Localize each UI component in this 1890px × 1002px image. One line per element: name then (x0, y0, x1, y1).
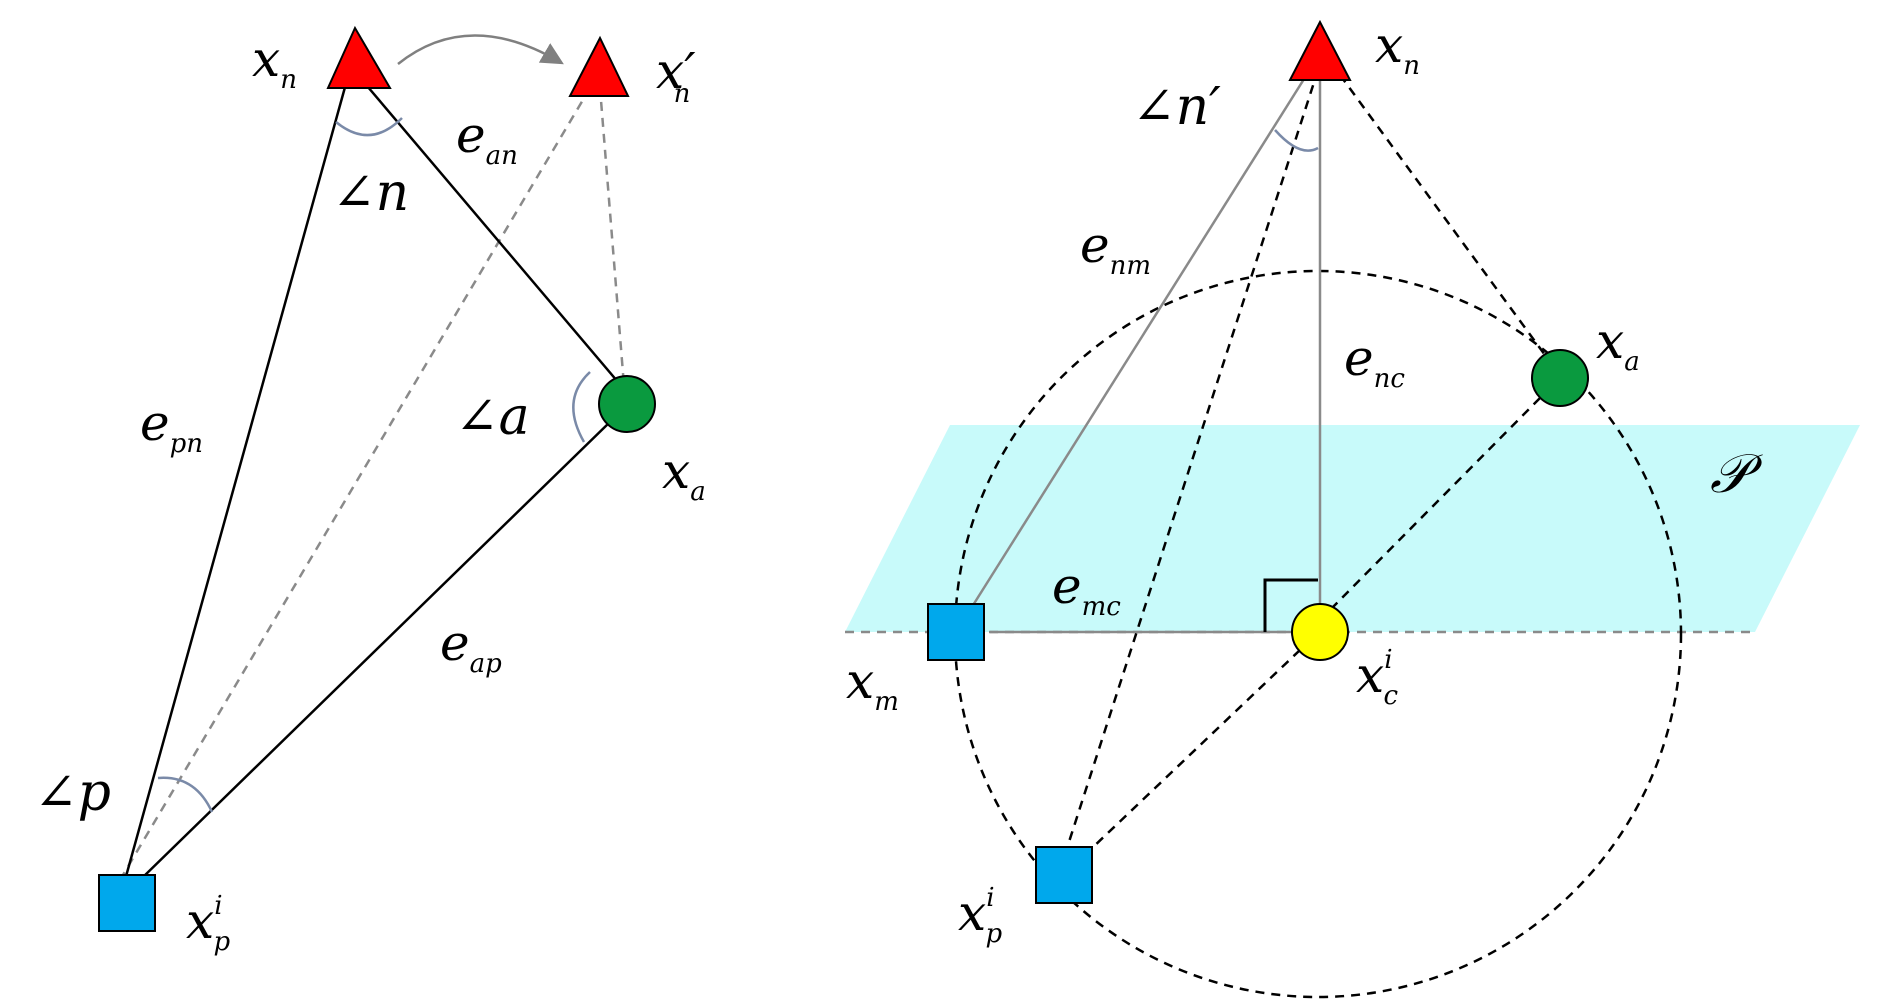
label-angle-n: ∠n (332, 163, 409, 223)
node-xp-square (98, 874, 156, 932)
edge-e-nm (968, 59, 1318, 611)
node-xn-prime-triangle (568, 35, 630, 97)
label-angle-p: ∠p (34, 763, 111, 823)
angle-arc-p (157, 776, 214, 813)
right-angle-mark (1263, 578, 1318, 632)
label-e-nm: enm (1080, 216, 1151, 281)
label-xn-prime: x′n (656, 42, 696, 109)
plane-p (845, 425, 1860, 632)
node-xm-square (927, 603, 985, 661)
move-arrow (397, 34, 564, 65)
label-angle-n-prime: ∠n′ (1132, 77, 1221, 137)
label-e-ap: eap (440, 614, 502, 679)
node-xp-square-right (1035, 846, 1093, 904)
label-xa-right: xa (1596, 312, 1640, 377)
dashed-line-xa-to-xn-prime (598, 87, 627, 399)
label-xn: xn (252, 30, 297, 95)
dashed-xn-to-xp (1066, 69, 1320, 846)
label-xm: xm (846, 652, 899, 717)
label-xn-right: xn (1375, 16, 1420, 81)
edge-e-ap (139, 419, 613, 881)
dashed-xn-to-xa (1338, 74, 1547, 356)
dashed-xc-to-xp (1089, 649, 1301, 851)
node-xn-triangle-right (1288, 19, 1352, 81)
edge-e-an (361, 79, 619, 383)
label-angle-a: ∠a (455, 387, 530, 447)
label-e-pn: epn (140, 394, 203, 459)
node-xa-circle-right (1531, 349, 1589, 407)
angle-arc-n-prime (1274, 129, 1319, 152)
dashed-xa-to-xc (1329, 397, 1541, 611)
node-xn-triangle (326, 25, 392, 89)
label-e-an: ean (456, 106, 518, 171)
label-e-mc: emc (1052, 557, 1121, 622)
node-xa-circle (598, 375, 656, 433)
node-xc-circle (1291, 603, 1349, 661)
label-e-nc: enc (1344, 329, 1405, 394)
angle-arc-n (335, 117, 403, 137)
edge-e-pn (123, 79, 349, 881)
angle-arc-a (572, 371, 591, 443)
label-xa: xa (662, 442, 706, 507)
